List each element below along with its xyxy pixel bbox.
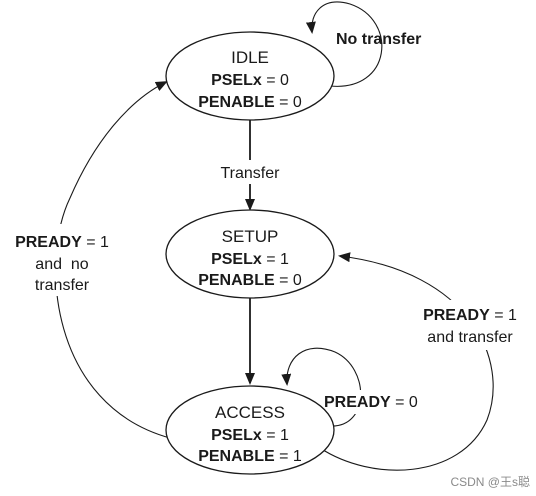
- access-to-setup-signal: PREADY: [423, 307, 490, 324]
- state-idle-penable: PENABLE = 0: [198, 94, 302, 111]
- watermark-text: CSDN @王s聪: [450, 475, 530, 489]
- state-setup: SETUP PSELx = 1 PENABLE = 0: [165, 209, 335, 299]
- access-to-idle-label-line3: transfer: [35, 277, 90, 294]
- access-to-setup-label-bg: [410, 300, 532, 350]
- state-access-name: ACCESS: [215, 403, 285, 422]
- idle-self-loop-arrow: [305, 1, 383, 87]
- idle-to-setup-label-bg: [214, 160, 286, 184]
- state-access: ACCESS PSELx = 1 PENABLE = 1: [165, 385, 335, 475]
- access-to-idle-value: = 1: [82, 234, 109, 251]
- transition-access-to-setup: PREADY = 1 and transfer: [319, 252, 532, 471]
- idle-to-setup-label: Transfer: [221, 165, 281, 182]
- state-setup-shape: [165, 209, 335, 299]
- access-self-loop-value: = 0: [391, 394, 418, 411]
- access-self-loop-arrow: [281, 347, 362, 427]
- state-access-psel-value: = 1: [262, 427, 289, 444]
- access-to-setup-label-line1: PREADY = 1: [423, 307, 517, 324]
- transition-access-to-idle: PREADY = 1 and no transfer: [4, 81, 171, 439]
- state-idle-shape: [165, 31, 335, 121]
- state-idle-psel-signal: PSELx: [211, 72, 262, 89]
- access-self-loop-label: PREADY = 0: [324, 394, 418, 411]
- access-to-setup-arrow: [319, 252, 494, 471]
- state-access-psel: PSELx = 1: [211, 427, 289, 444]
- state-idle-psel-value: = 0: [262, 72, 289, 89]
- state-idle: IDLE PSELx = 0 PENABLE = 0: [165, 31, 335, 121]
- state-access-shape: [165, 385, 335, 475]
- access-to-idle-signal: PREADY: [15, 234, 82, 251]
- state-setup-penable: PENABLE = 0: [198, 272, 302, 289]
- state-access-penable-signal: PENABLE: [198, 448, 275, 465]
- state-setup-penable-signal: PENABLE: [198, 272, 275, 289]
- state-access-penable-value: = 1: [275, 448, 302, 465]
- state-setup-psel: PSELx = 1: [211, 251, 289, 268]
- state-access-penable: PENABLE = 1: [198, 448, 302, 465]
- state-setup-penable-value: = 0: [275, 272, 302, 289]
- state-idle-penable-value: = 0: [275, 94, 302, 111]
- access-to-idle-label-line2: and no: [35, 256, 88, 273]
- state-setup-name: SETUP: [222, 227, 279, 246]
- state-access-psel-signal: PSELx: [211, 427, 262, 444]
- access-to-setup-value: = 1: [490, 307, 517, 324]
- state-idle-psel: PSELx = 0: [211, 72, 289, 89]
- state-setup-psel-signal: PSELx: [211, 251, 262, 268]
- transition-idle-to-setup: Transfer: [214, 118, 286, 211]
- idle-self-loop-label: No transfer: [336, 31, 421, 48]
- transition-idle-self-loop: No transfer: [305, 1, 421, 87]
- access-to-idle-label-line1: PREADY = 1: [15, 234, 109, 251]
- access-to-idle-label-bg: [4, 224, 118, 296]
- access-self-loop-signal: PREADY: [324, 394, 391, 411]
- access-to-idle-arrow: [55, 81, 171, 439]
- state-idle-penable-signal: PENABLE: [198, 94, 275, 111]
- state-setup-psel-value: = 1: [262, 251, 289, 268]
- transition-access-self-loop: PREADY = 0: [281, 347, 434, 427]
- state-idle-name: IDLE: [231, 48, 269, 67]
- access-to-setup-label-line2: and transfer: [427, 329, 513, 346]
- access-self-loop-label-bg: [322, 390, 434, 414]
